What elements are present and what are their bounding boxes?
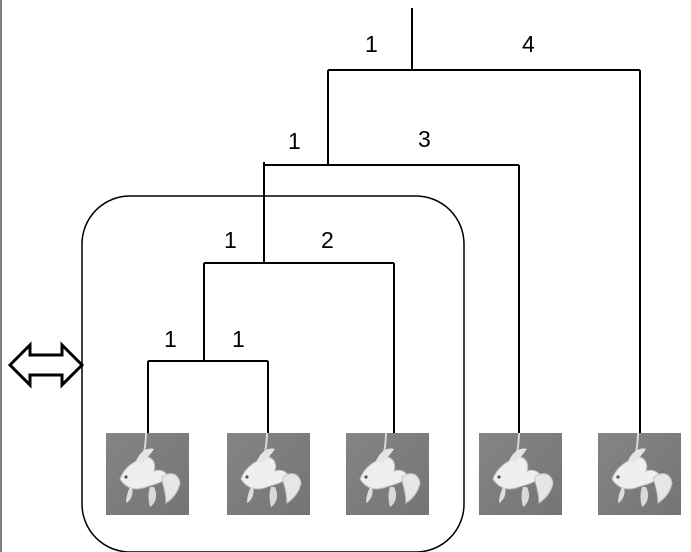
cluster-group-box — [81, 195, 465, 552]
leaf-photo-4 — [478, 432, 563, 516]
edge-label-level3-right: 2 — [321, 227, 334, 253]
edge-label-root-right: 4 — [522, 31, 535, 57]
goldfish-icon — [597, 432, 682, 516]
edge-label-level2-left: 1 — [288, 128, 301, 154]
goldfish-icon — [478, 432, 563, 516]
edge-label-level2-right: 3 — [418, 126, 431, 152]
edge-label-root-left: 1 — [365, 31, 378, 57]
leaf-photo-2 — [226, 432, 311, 516]
leaf-photo-1 — [105, 432, 190, 516]
edge-label-level4-left: 1 — [164, 326, 177, 352]
goldfish-icon — [105, 432, 190, 516]
double-arrow-icon — [7, 341, 85, 389]
leaf-photo-3 — [345, 432, 430, 516]
leaf-photo-5 — [597, 432, 682, 516]
edge-label-level3-left: 1 — [224, 227, 237, 253]
goldfish-icon — [226, 432, 311, 516]
goldfish-icon — [345, 432, 430, 516]
edge-label-level4-right: 1 — [232, 326, 245, 352]
